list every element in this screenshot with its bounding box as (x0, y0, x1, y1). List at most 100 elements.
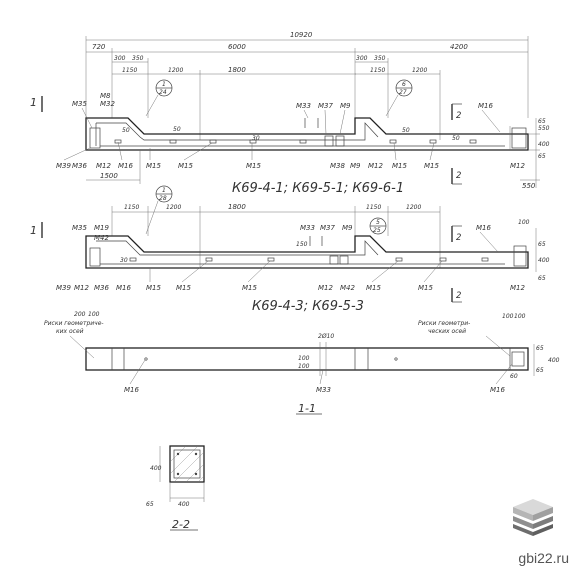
label-v2-m15a: M15 (146, 284, 161, 292)
dim-v2-65a: 65 (538, 241, 546, 248)
beam-outline-2 (85, 235, 529, 269)
label-v2-m15e: M15 (418, 284, 433, 292)
view-2-elevation: 1150 1200 1800 1150 1200 100 1 28 (30, 185, 550, 314)
view-1-elevation: 10920 720 6000 4200 300 350 1150 1200 18… (30, 31, 550, 196)
label-v2-m39: M39 (56, 284, 71, 292)
callout-1-28: 1 28 (145, 185, 173, 235)
label-m16-b: M16 (118, 162, 133, 170)
label-m36: M36 (72, 162, 87, 170)
dim-v2-65b: 65 (538, 275, 546, 282)
label-m9: M9 (340, 102, 351, 110)
label-m15-d: M15 (392, 162, 407, 170)
site-watermark[interactable]: gbi22.ru (518, 550, 569, 566)
dim-v2-1150-b: 1150 (366, 204, 381, 211)
dim-v2-1200-a: 1200 (166, 204, 181, 211)
dim-v4-65: 65 (146, 501, 154, 508)
label-v2-m37: M37 (320, 224, 335, 232)
label-v3-m33: M33 (316, 386, 331, 394)
label-v2-m16: M16 (476, 224, 491, 232)
label-v2-m15b: M15 (176, 284, 191, 292)
dim-right: 4200 (450, 43, 468, 51)
label-v2-m42: M42 (94, 234, 109, 242)
dim-350-right: 350 (374, 55, 386, 62)
dim-1150-right: 1150 (370, 67, 385, 74)
dim-1150-left: 1150 (122, 67, 137, 74)
note-right-1: Риски геометри- (418, 320, 470, 327)
dim-v2-1800: 1800 (228, 203, 246, 211)
svg-text:25: 25 (373, 227, 381, 234)
dim-350-left: 350 (132, 55, 144, 62)
dim-1200-left: 1200 (168, 67, 183, 74)
label-m9-b: M9 (350, 162, 361, 170)
svg-text:28: 28 (159, 195, 167, 202)
dim-side-400: 400 (538, 141, 550, 148)
dim-side-65a: 65 (538, 118, 546, 125)
label-v2-m16b: M16 (116, 284, 131, 292)
dim-v3-2d10: 2Ø10 (318, 333, 334, 340)
caption-view-1: К69-4-1; К69-5-1; К69-6-1 (232, 181, 404, 196)
dim-v2-1200-b: 1200 (406, 204, 421, 211)
svg-text:1: 1 (30, 96, 37, 109)
label-m15-b: M15 (178, 162, 193, 170)
dim-1200-right: 1200 (412, 67, 427, 74)
svg-text:5: 5 (376, 219, 380, 226)
label-v2-m12c: M12 (510, 284, 525, 292)
label-v2-m42b: M42 (340, 284, 355, 292)
dim-50-b: 50 (173, 126, 181, 133)
svg-text:24: 24 (159, 89, 167, 96)
label-m12-c: M12 (510, 162, 525, 170)
dim-v2-100: 100 (518, 219, 530, 226)
dim-300-left: 300 (114, 55, 126, 62)
label-v2-m12: M12 (74, 284, 89, 292)
section-mark-2-bottom: 2 (451, 168, 462, 185)
section-mark-1: 1 (30, 96, 43, 112)
view-4-section: 400 400 65 2-2 (146, 445, 205, 531)
dim-v4-width: 400 (178, 501, 190, 508)
label-m35: M35 (72, 100, 87, 108)
label-v2-m36: M36 (94, 284, 109, 292)
dim-v3-100e: 100 (298, 363, 310, 370)
svg-text:2: 2 (456, 233, 461, 243)
dim-v2-1150-a: 1150 (124, 204, 139, 211)
section-hatch (169, 445, 205, 483)
label-m32: M32 (100, 100, 115, 108)
dim-v2-400: 400 (538, 257, 550, 264)
svg-text:27: 27 (399, 89, 407, 96)
dim-overall: 10920 (290, 31, 313, 39)
label-m38: M38 (330, 162, 345, 170)
label-m15-c: M15 (246, 162, 261, 170)
svg-text:2: 2 (456, 291, 461, 301)
dim-v3-65a: 65 (536, 345, 544, 352)
rebar-marks-1 (114, 118, 477, 147)
dim-v3-60: 60 (510, 373, 518, 380)
dim-1800: 1800 (228, 66, 246, 74)
dim-v2-150: 150 (296, 241, 308, 248)
label-m39: M39 (56, 162, 71, 170)
svg-text:1: 1 (162, 81, 166, 88)
dim-v2-30: 30 (120, 257, 128, 264)
section-mark-2-bottom-v2: 2 (451, 288, 462, 303)
section-mark-2-top: 2 (451, 103, 462, 121)
section-mark-2-top-v2: 2 (451, 225, 462, 243)
dim-50-a: 50 (122, 127, 130, 134)
dim-middle: 6000 (228, 43, 246, 51)
dim-v3-100b: 100 (502, 313, 514, 320)
section-square (169, 445, 205, 483)
label-v2-m15d: M15 (366, 284, 381, 292)
caption-view-3: 1-1 (298, 402, 316, 415)
rebar-marks-2 (129, 236, 489, 265)
label-m8: M8 (100, 92, 111, 100)
label-v2-m9: M9 (342, 224, 353, 232)
caption-view-4: 2-2 (172, 518, 190, 531)
note-left-1: Риски геометриче- (44, 320, 104, 327)
note-right-2: ческих осей (428, 328, 466, 335)
svg-text:2: 2 (456, 111, 461, 121)
label-v2-m19: M19 (94, 224, 109, 232)
label-v2-m35: M35 (72, 224, 87, 232)
label-v3-m16b: M16 (490, 386, 505, 394)
beam-plan-outline (85, 347, 529, 371)
dim-side-65b: 65 (538, 153, 546, 160)
dim-300-right: 300 (356, 55, 368, 62)
label-m12-b: M12 (368, 162, 383, 170)
